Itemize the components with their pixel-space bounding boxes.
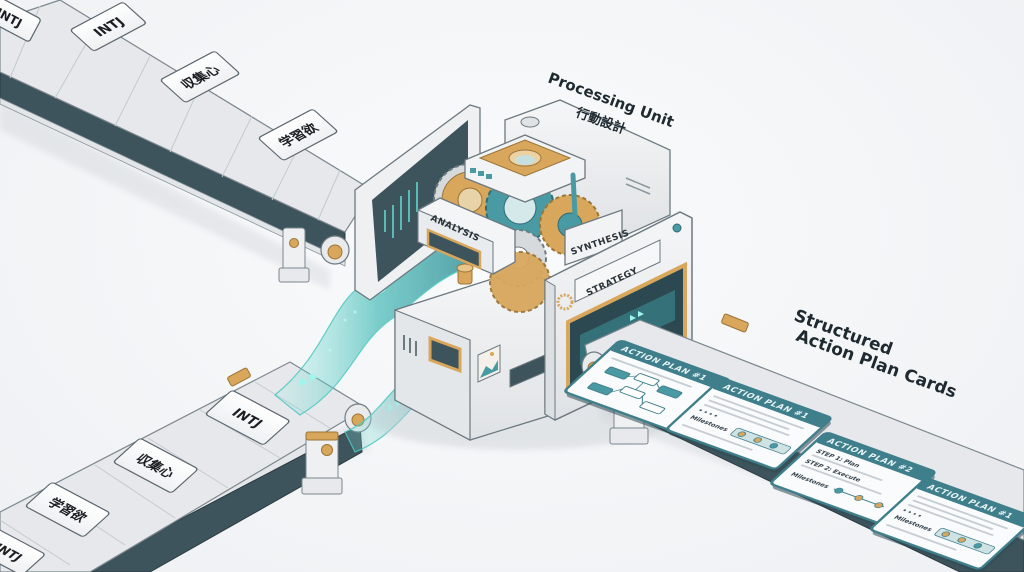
card-header bbox=[610, 340, 729, 390]
image-icon bbox=[477, 344, 501, 383]
input-card: 収集心 bbox=[113, 438, 198, 493]
gear-icon bbox=[556, 293, 574, 311]
input-card: INTJ bbox=[205, 390, 290, 445]
milestone-marker bbox=[957, 537, 967, 543]
flow-node bbox=[604, 366, 631, 380]
piston-icon bbox=[456, 263, 474, 285]
analysis-module: ANALYSIS bbox=[417, 197, 516, 275]
input-hopper bbox=[464, 134, 586, 203]
input-card: INTJ bbox=[70, 2, 146, 51]
chevron-arrows-icon bbox=[630, 311, 644, 321]
input-card: 収集心 bbox=[160, 51, 240, 103]
input-belt-top: INTJ INTJ 収集心 学習欲 bbox=[0, 0, 373, 290]
flow-node bbox=[639, 401, 666, 415]
bar-chart-icon bbox=[384, 182, 418, 238]
card-header bbox=[712, 378, 831, 428]
belt-leg bbox=[278, 227, 310, 283]
monitor-panel bbox=[354, 104, 481, 301]
input-belt-bottom: INTJ 収集心 学習欲 INTJ bbox=[0, 361, 372, 572]
flow-node bbox=[587, 382, 614, 396]
milestone-marker bbox=[834, 487, 844, 494]
milestone-marker bbox=[973, 543, 983, 549]
status-light-icon bbox=[672, 223, 682, 233]
output-label: Structured Action Plan Cards bbox=[791, 306, 959, 403]
milestone-marker bbox=[753, 437, 763, 443]
milestone-marker bbox=[941, 531, 951, 537]
vent-icon bbox=[403, 335, 417, 356]
input-card: INTJ bbox=[0, 528, 45, 572]
input-card: 学習欲 bbox=[25, 482, 110, 537]
card-header bbox=[816, 432, 935, 482]
milestone-marker bbox=[874, 502, 884, 509]
card-header bbox=[916, 478, 1024, 528]
input-card: INTJ bbox=[0, 0, 41, 42]
milestone-marker bbox=[737, 431, 747, 437]
input-slot bbox=[428, 335, 462, 374]
milestone-marker bbox=[769, 443, 779, 449]
belt-leg bbox=[301, 431, 343, 495]
milestone-marker bbox=[854, 495, 864, 501]
